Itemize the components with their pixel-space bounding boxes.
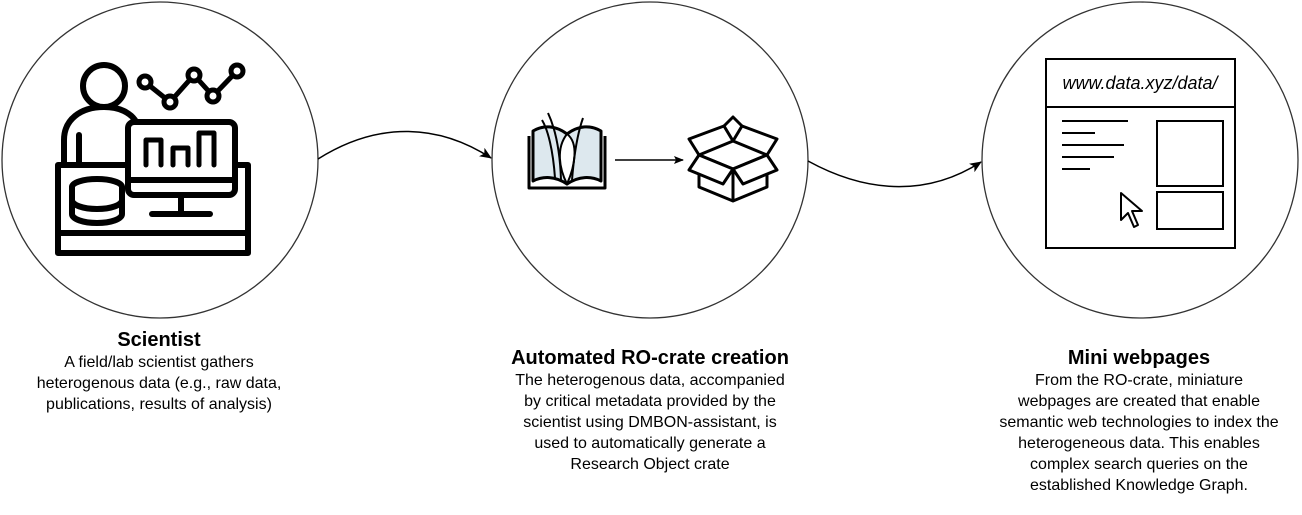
webpages-title: Mini webpages [1067,347,1211,369]
scientist-description: A field/lab scientist gathers heterogeno… [36,354,282,413]
webpage-url: www.data.xyz/data/ [1062,73,1219,93]
connector-arrow-1 [317,130,492,160]
cursor-icon [1120,192,1143,228]
ro-crate-title: Automated RO-crate creation [511,347,789,369]
webpages-description: From the RO-crate, miniature webpages ar… [999,372,1279,494]
book-to-box-icon [527,112,779,203]
ro-crate-description: The heterogenous data, accompanied by cr… [515,372,785,473]
button-placeholder [1156,191,1224,230]
scientist-title: Scientist [117,329,201,351]
book-icon [527,112,607,190]
open-box-icon [687,115,779,203]
scientist-computer-icon [55,62,251,256]
webpages-caption: Mini webpages From the RO-crate, miniatu… [978,347,1300,496]
ro-crate-caption: Automated RO-crate creation The heteroge… [492,347,808,475]
scientist-caption: Scientist A field/lab scientist gathers … [0,329,318,415]
connector-arrow-2 [807,160,982,188]
image-placeholder [1156,120,1224,187]
webpage-icon: www.data.xyz/data/ [1045,58,1236,249]
text-lines [1062,120,1128,170]
